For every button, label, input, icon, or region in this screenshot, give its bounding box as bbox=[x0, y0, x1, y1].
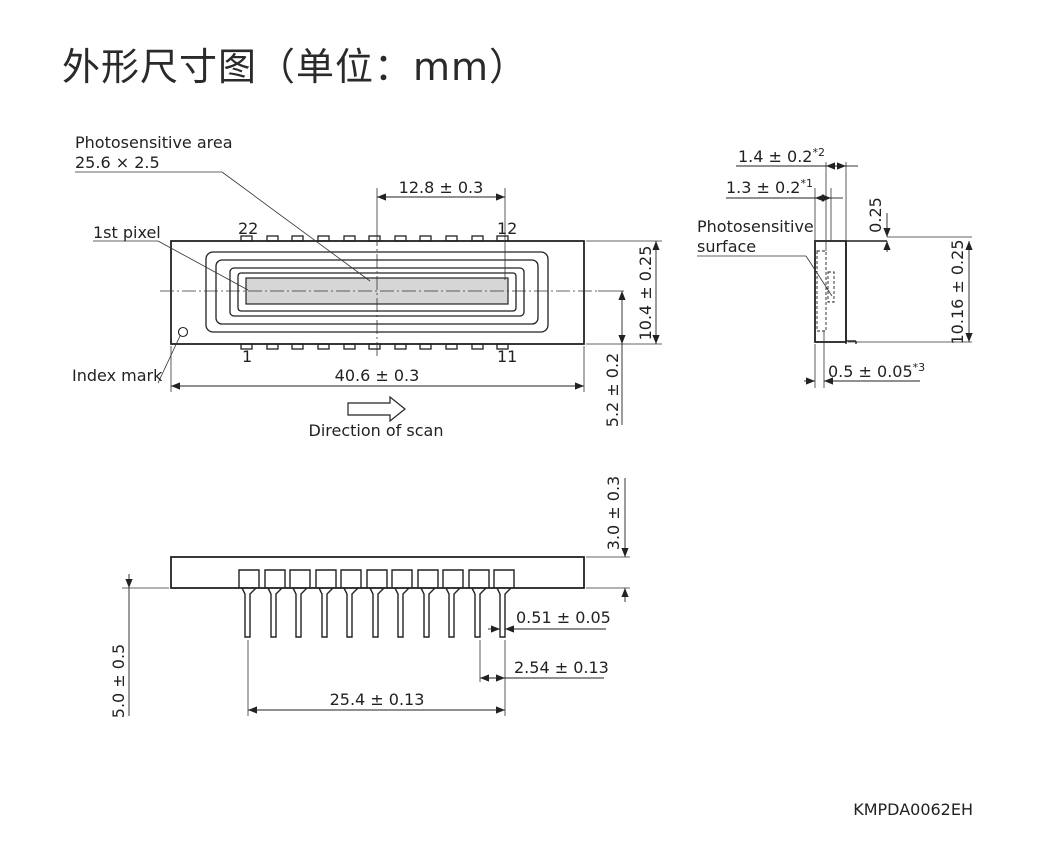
pin-label-11: 11 bbox=[497, 347, 517, 366]
dim-pin-span: 25.4 ± 0.13 bbox=[330, 690, 425, 709]
dim-length: 40.6 ± 0.3 bbox=[335, 366, 420, 385]
dim-a: 1.4 ± 0.2*2 bbox=[738, 146, 825, 166]
side-view bbox=[814, 240, 887, 344]
dim-width: 10.4 ± 0.25 bbox=[636, 246, 655, 341]
front-view-leads bbox=[238, 569, 515, 638]
package-body-front bbox=[170, 556, 585, 589]
drawing-code: KMPDA0062EH bbox=[853, 800, 973, 819]
scan-direction-arrow bbox=[347, 395, 406, 423]
pin-label-22: 22 bbox=[238, 219, 258, 238]
dim-body-height: 3.0 ± 0.3 bbox=[604, 476, 623, 550]
dim-thickness: 0.25 bbox=[866, 197, 885, 233]
surface-label-line1: Photosensitive bbox=[697, 217, 814, 236]
dim-offset: 5.2 ± 0.2 bbox=[603, 353, 622, 427]
leader-index-mark bbox=[157, 335, 181, 384]
photosensitive-area-size: 25.6 × 2.5 bbox=[75, 153, 160, 172]
pin-label-12: 12 bbox=[497, 219, 517, 238]
dim-lead-length: 5.0 ± 0.5 bbox=[109, 644, 128, 718]
index-mark bbox=[177, 326, 189, 338]
dim-height: 10.16 ± 0.25 bbox=[948, 239, 967, 344]
dim-pitch: 2.54 ± 0.13 bbox=[514, 658, 609, 677]
dim-half-area: 12.8 ± 0.3 bbox=[399, 178, 484, 197]
package-body-top bbox=[170, 240, 585, 345]
dim-pin-width: 0.51 ± 0.05 bbox=[516, 608, 611, 627]
page-title: 外形尺寸图（单位：mm） bbox=[62, 45, 529, 89]
surface-label-line2: surface bbox=[697, 237, 756, 256]
first-pixel-label: 1st pixel bbox=[93, 223, 161, 242]
scan-direction-label: Direction of scan bbox=[309, 421, 444, 440]
top-view bbox=[170, 235, 585, 350]
photosensitive-area-label: Photosensitive area bbox=[75, 133, 233, 152]
front-view bbox=[170, 556, 585, 638]
package-body-side bbox=[814, 240, 847, 343]
dim-window: 0.5 ± 0.05*3 bbox=[828, 361, 925, 381]
index-mark-label: Index mark bbox=[72, 366, 163, 385]
pin-label-1: 1 bbox=[242, 347, 252, 366]
dim-b: 1.3 ± 0.2*1 bbox=[726, 177, 813, 197]
